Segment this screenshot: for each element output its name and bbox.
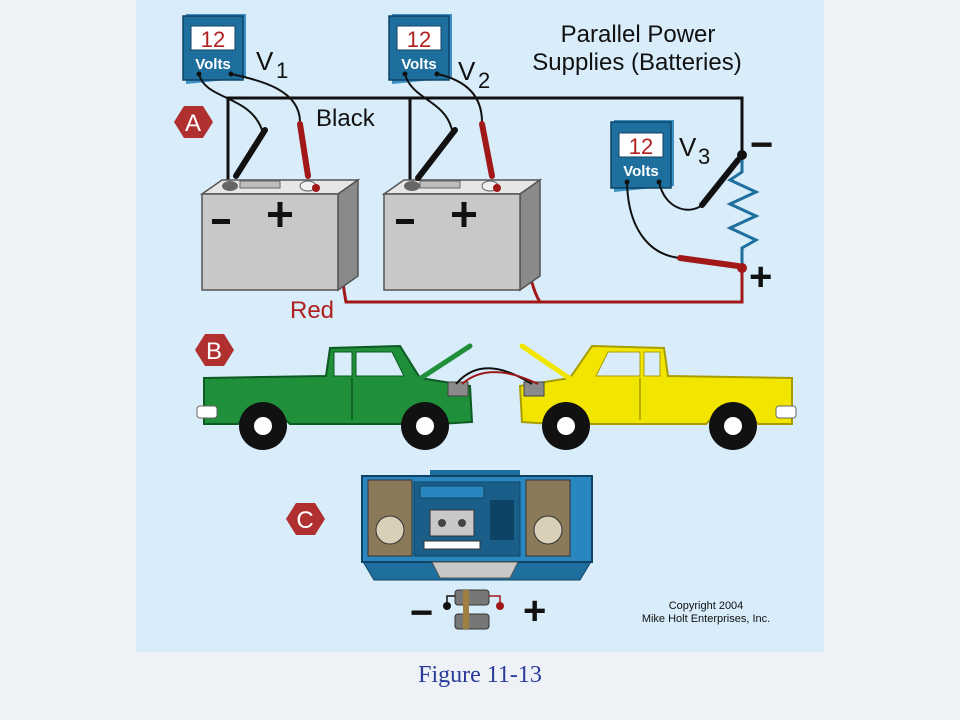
meter2-unit: Volts (401, 56, 437, 73)
boombox (361, 470, 593, 581)
diagram-title-line1: Parallel Power (561, 21, 716, 48)
meter2-reading: 12 (407, 27, 431, 52)
meter1-subscript: 1 (276, 58, 288, 83)
meter2-red-probe (479, 121, 495, 179)
voltmeter-1 (182, 14, 246, 84)
meter3-black-probe (699, 157, 741, 208)
meter1-unit: Volts (195, 56, 231, 73)
meter1-red-lead (230, 73, 301, 123)
battery-2 (381, 178, 543, 292)
meter3-subscript: 3 (698, 144, 710, 169)
figure-caption: Figure 11-13 (418, 662, 542, 688)
black-bus-wire (226, 96, 744, 180)
meter1-black-probe (233, 127, 268, 179)
meter2-black-probe (415, 127, 458, 181)
meter2-black-lead (404, 73, 453, 131)
voltmeter-2 (388, 14, 452, 84)
meter2-label: V (458, 56, 476, 86)
battery-1 (199, 178, 361, 292)
resistor-minus-sign: − (750, 123, 773, 167)
red-wire-label: Red (290, 297, 334, 324)
marker-c-label: C (296, 507, 313, 534)
copyright-line2: Mike Holt Enterprises, Inc. (642, 613, 770, 625)
black-wire-label: Black (316, 105, 376, 132)
marker-b-hexagon (195, 334, 234, 366)
battery-pack (443, 589, 504, 630)
meter2-red-lead (436, 73, 483, 123)
resistor-negative-node (737, 150, 747, 160)
marker-a-hexagon (174, 106, 213, 138)
marker-c-hexagon (286, 503, 325, 535)
marker-a-label: A (185, 110, 201, 137)
jumper-cable-red (461, 371, 539, 385)
meter1-black-lead (198, 73, 263, 131)
meter3-red-probe (677, 255, 741, 269)
voltmeter-3 (610, 120, 674, 192)
meter3-label: V (679, 132, 697, 162)
battery-pack-plus: + (523, 589, 546, 633)
battery-pack-minus: − (410, 591, 433, 635)
marker-b-label: B (206, 338, 222, 365)
load-resistor (726, 155, 760, 268)
meter3-reading: 12 (629, 134, 653, 159)
resistor-plus-sign: + (749, 255, 772, 299)
resistor-positive-node (737, 263, 747, 273)
diagram-title-line2: Supplies (Batteries) (532, 49, 741, 76)
meter3-red-lead (626, 181, 681, 259)
meter2-subscript: 2 (478, 68, 490, 93)
meter3-black-lead (658, 181, 703, 211)
meter1-reading: 12 (201, 27, 225, 52)
copyright-line1: Copyright 2004 (669, 600, 744, 612)
meter3-unit: Volts (623, 163, 659, 180)
meter1-label: V (256, 46, 274, 76)
meter1-red-probe (297, 121, 311, 179)
